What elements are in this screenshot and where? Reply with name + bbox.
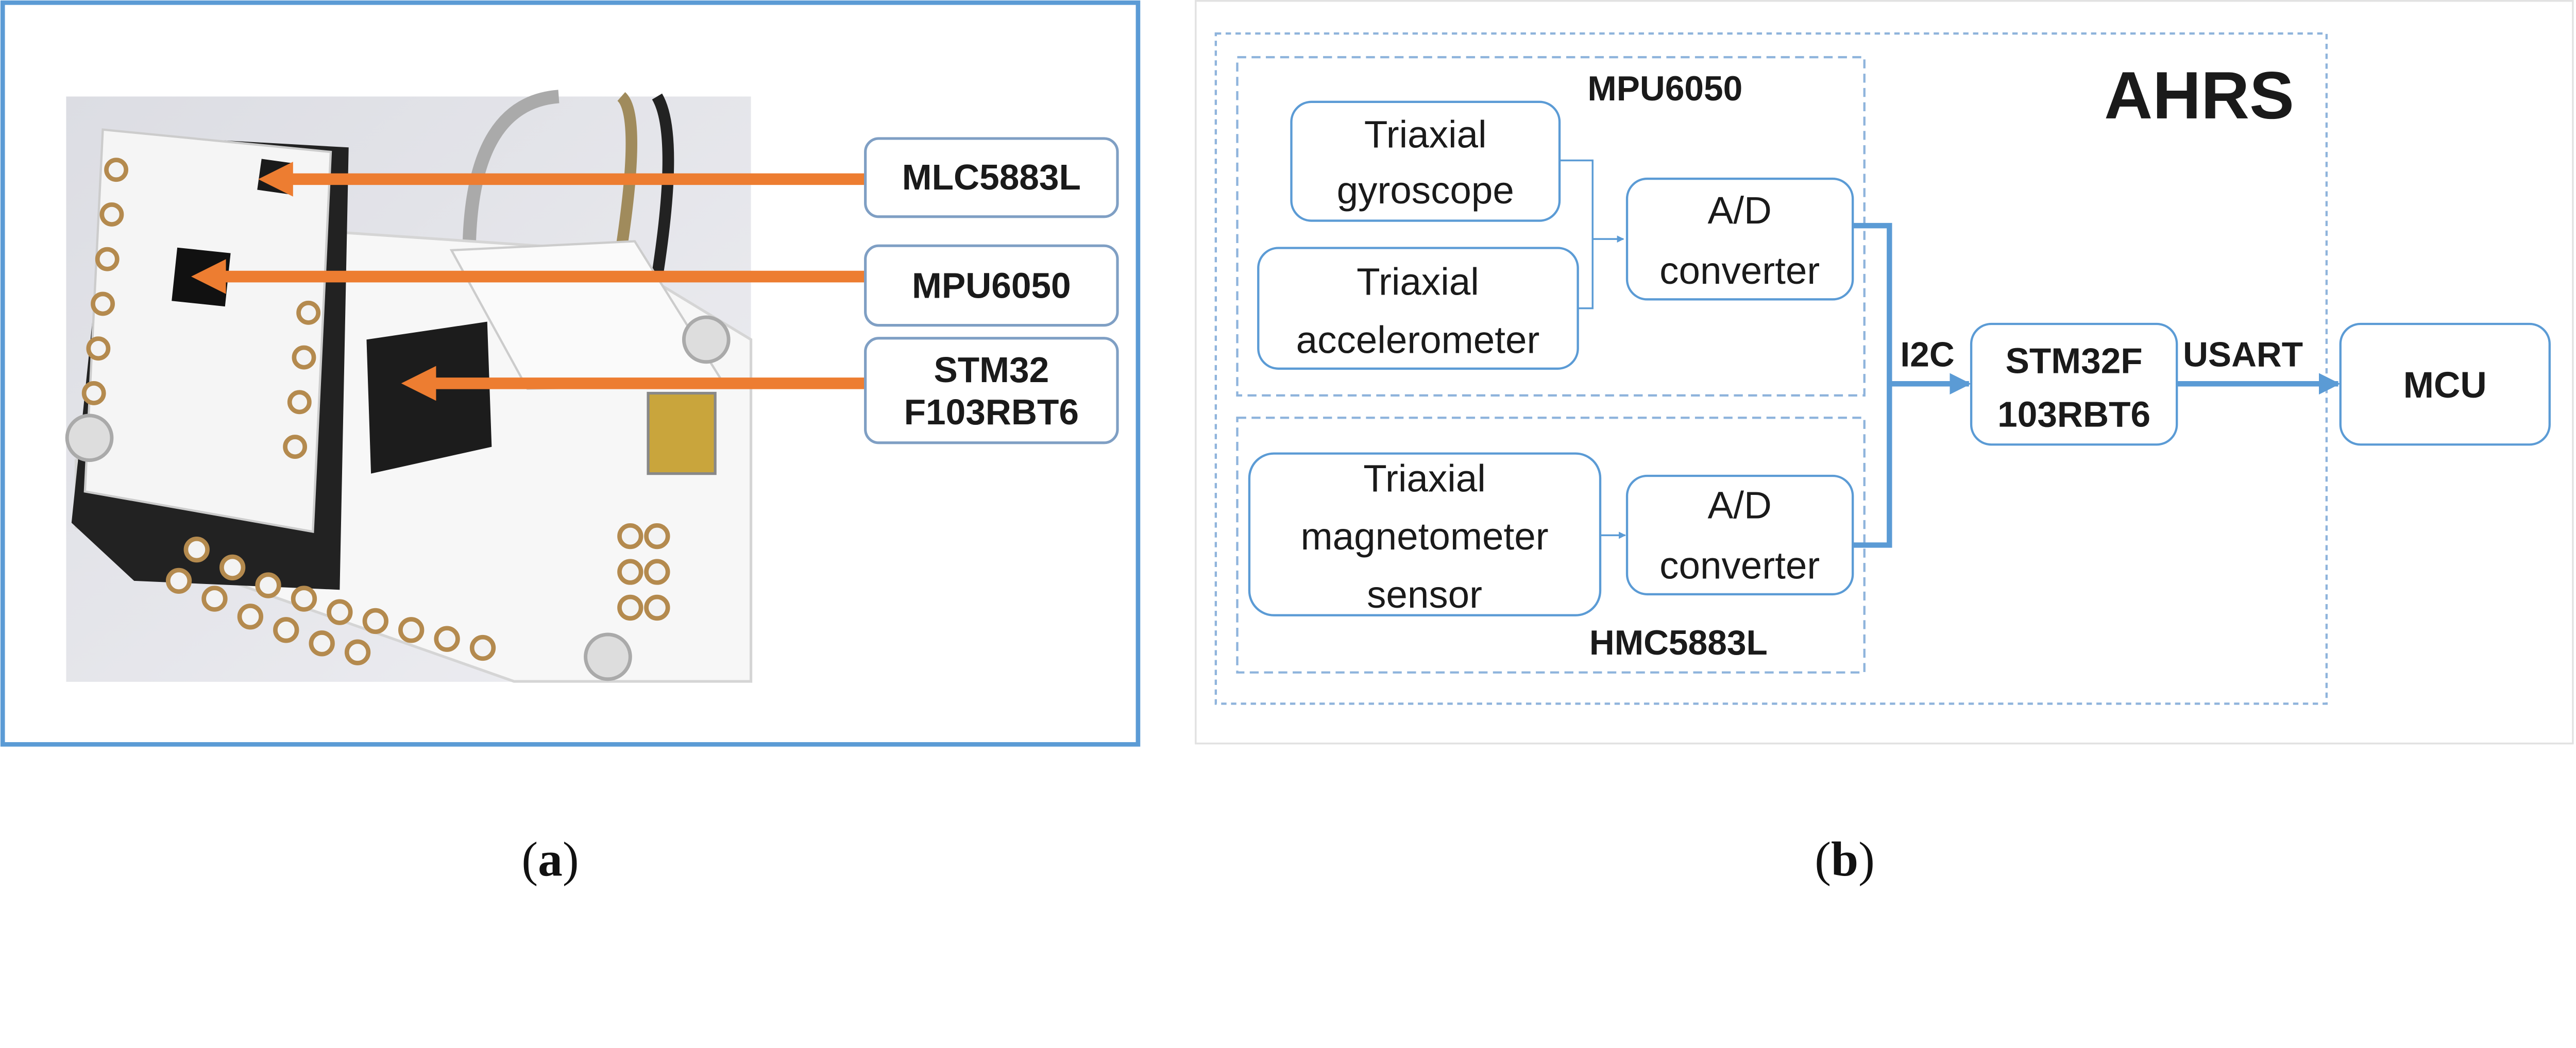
accelerometer-line1: Triaxial (1357, 260, 1479, 303)
gyroscope-line2: gyroscope (1337, 168, 1514, 212)
label-mpu6050: MPU6050 (912, 266, 1071, 306)
stm32-line1: STM32F (2006, 340, 2143, 381)
ad-top-line2: converter (1659, 249, 1820, 292)
label-box-mlc5883l: MLC5883L (864, 137, 1119, 218)
panel-a: MLC5883L MPU6050 STM32 F103RBT6 (a) (0, 0, 1141, 886)
hmc5883l-group-label: HMC5883L (1589, 624, 1768, 662)
ad-top-line1: A/D (1708, 188, 1772, 232)
usart-label: USART (2183, 335, 2303, 374)
label-mlc5883l: MLC5883L (902, 157, 1081, 197)
label-stm32-line2: F103RBT6 (904, 392, 1079, 432)
sensor-merge-connector (1560, 159, 1623, 310)
gyroscope-line1: Triaxial (1364, 112, 1487, 156)
mpu6050-group-label: MPU6050 (1587, 70, 1742, 108)
gyroscope-block: Triaxial gyroscope (1290, 100, 1561, 222)
figure: MLC5883L MPU6050 STM32 F103RBT6 (a) AHRS… (0, 0, 2574, 886)
stm32-line2: 103RBT6 (1997, 394, 2150, 435)
ad-converter-top: A/D converter (1625, 177, 1854, 301)
magnetometer-block: Triaxial magnetometer sensor (1248, 452, 1602, 616)
ad-converter-bottom: A/D converter (1625, 474, 1854, 596)
ad-bottom-line1: A/D (1708, 483, 1772, 526)
caption-b: (b) (1815, 832, 1875, 886)
accelerometer-block: Triaxial accelerometer (1257, 247, 1579, 370)
panel-b: AHRS MPU6050 HMC5883L Triaxial gyroscope… (1195, 0, 2574, 886)
mcu-label: MCU (2403, 365, 2487, 406)
ahrs-group (1214, 32, 2328, 705)
magnetometer-line1: Triaxial (1363, 456, 1486, 500)
ahrs-title: AHRS (2104, 58, 2294, 133)
mcu-block: MCU (2339, 322, 2551, 446)
mpu6050-group (1236, 56, 1866, 397)
stm32-block: STM32F 103RBT6 (1970, 322, 2178, 446)
accelerometer-line2: accelerometer (1296, 318, 1540, 361)
ad-bottom-line2: converter (1659, 544, 1820, 587)
i2c-label: I2C (1900, 335, 1954, 374)
label-box-mpu6050: MPU6050 (864, 244, 1119, 327)
label-stm32-line1: STM32 (934, 350, 1049, 390)
magnetometer-line3: sensor (1367, 573, 1482, 616)
magnetometer-line2: magnetometer (1300, 514, 1548, 558)
label-box-stm32: STM32 F103RBT6 (864, 337, 1119, 444)
caption-a: (a) (521, 832, 579, 886)
hmc5883l-group (1236, 417, 1866, 674)
